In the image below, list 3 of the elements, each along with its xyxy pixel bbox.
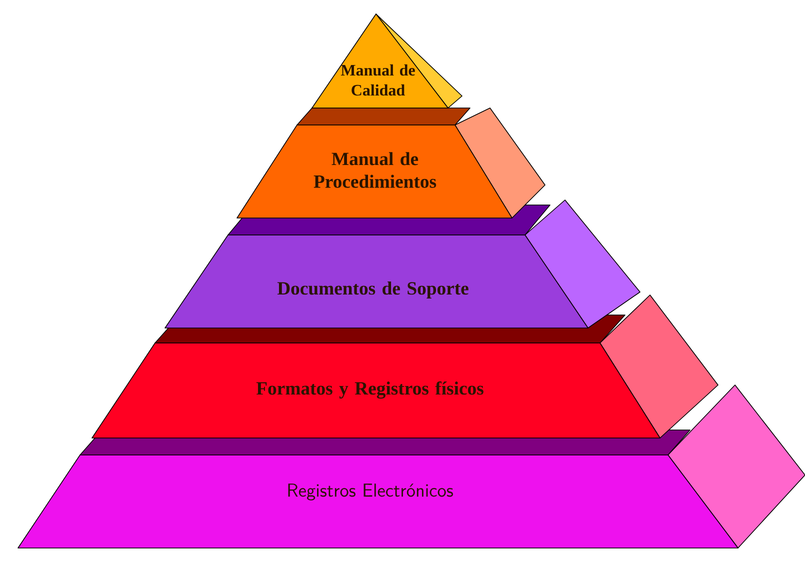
pyramid-layer: Manual de Calidad	[312, 14, 462, 108]
pyramid-layer: Manual de Procedimientos	[236, 108, 546, 218]
pyramid-layer: Documentos de Soporte	[164, 200, 640, 328]
